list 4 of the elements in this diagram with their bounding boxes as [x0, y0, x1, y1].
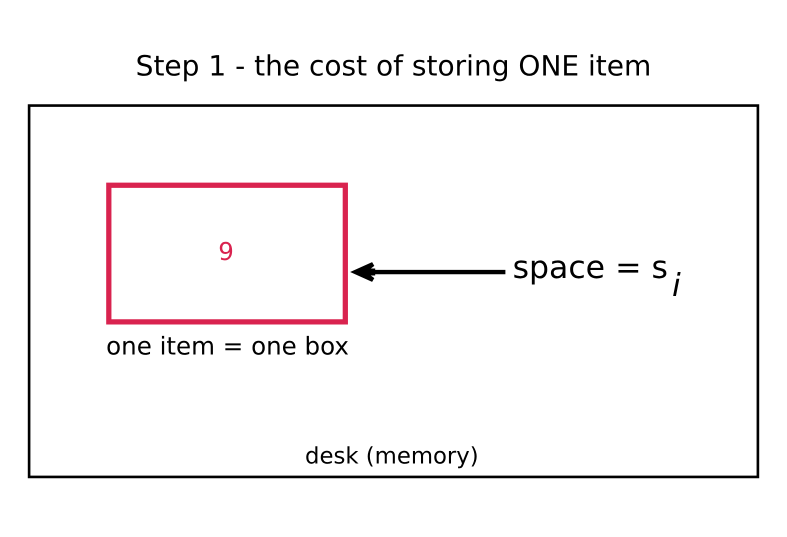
- node-label: one item = one box: [106, 332, 349, 361]
- node-box: 9: [106, 182, 348, 325]
- diagram-title: Step 1 - the cost of storing ONE item: [136, 49, 652, 82]
- arrow: [353, 262, 506, 282]
